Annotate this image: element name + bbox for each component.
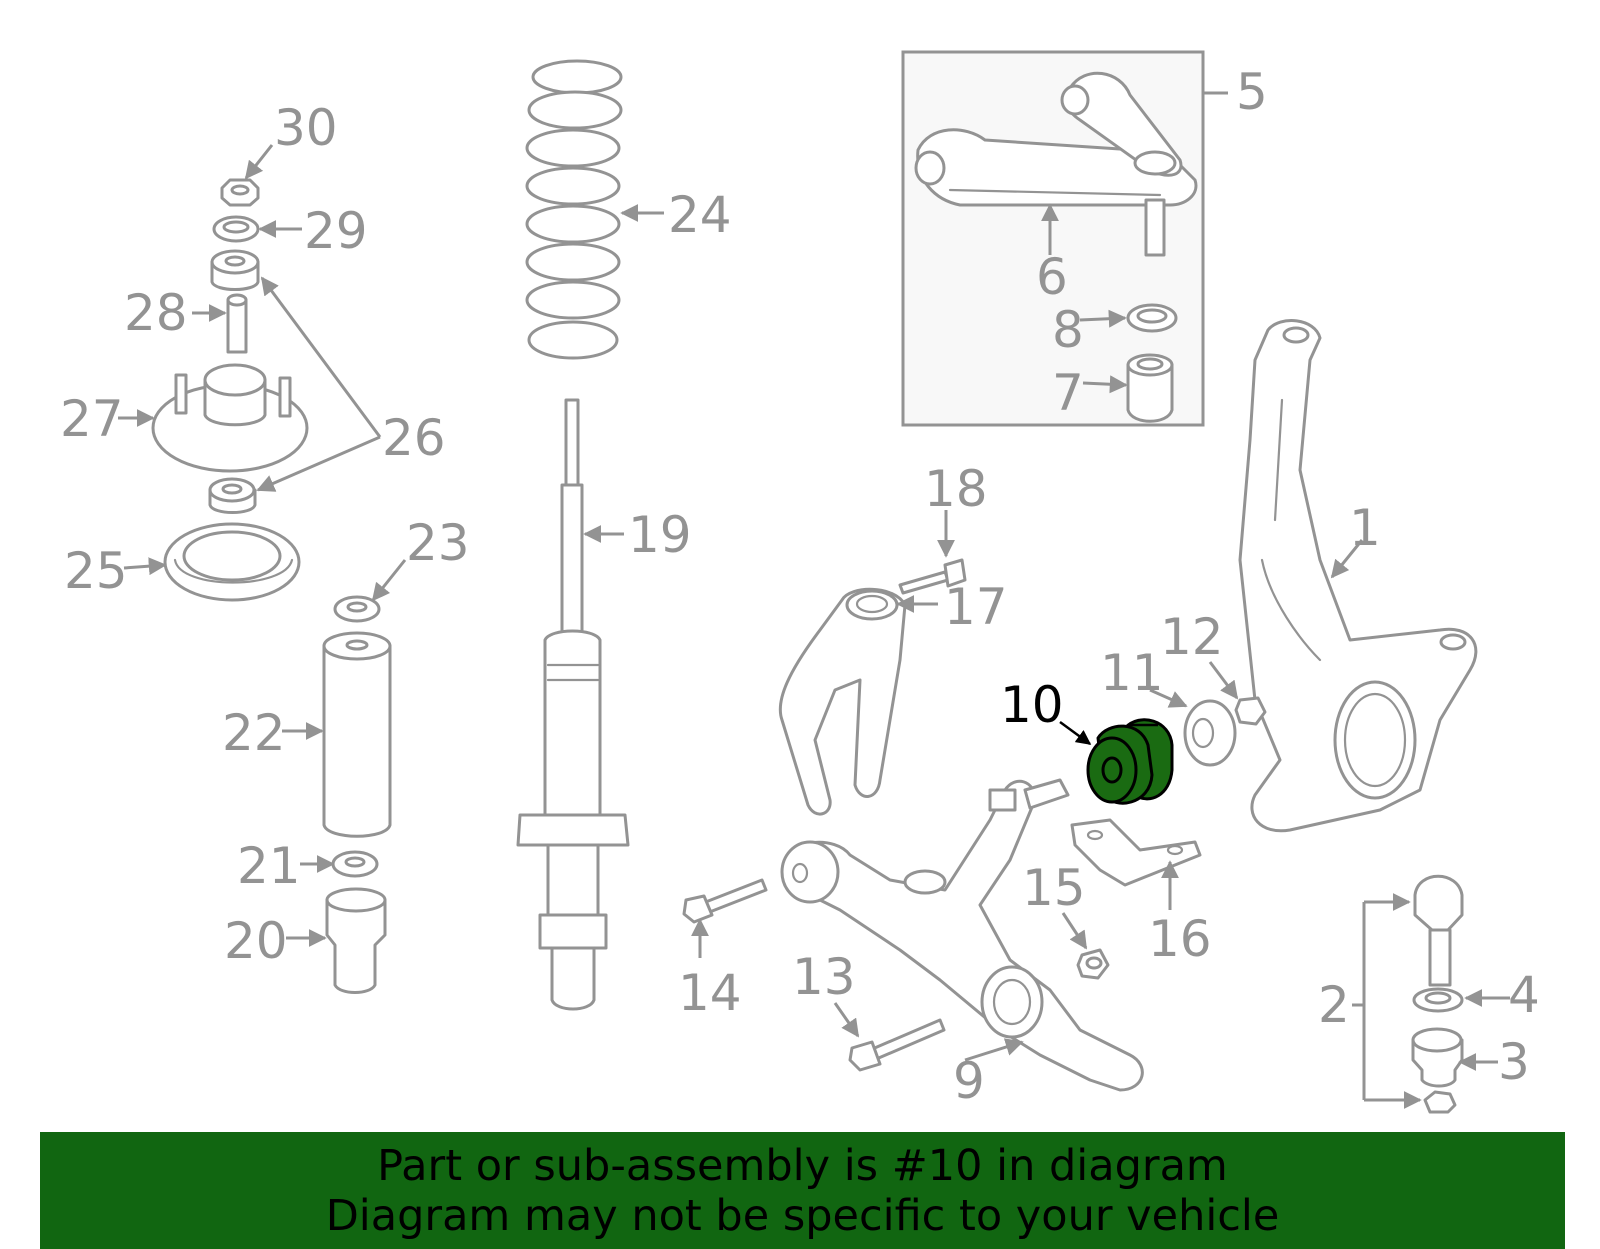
part-18-bolt: [898, 558, 967, 595]
callout-15: 15: [1022, 859, 1086, 917]
callout-23: 23: [406, 514, 470, 572]
part-12-nut: [1234, 696, 1267, 726]
callout-9: 9: [953, 1052, 985, 1110]
callout-13: 13: [792, 948, 856, 1006]
part-13-bolt: [848, 1018, 946, 1072]
part-17-knuckle-arm: [778, 587, 907, 816]
callout-29: 29: [304, 202, 368, 260]
leader-lines: [118, 144, 1510, 1109]
part-30-nut: [220, 178, 260, 207]
callout-16: 16: [1148, 910, 1212, 968]
callout-1: 1: [1349, 499, 1381, 557]
info-banner: Part or sub-assembly is #10 in diagram D…: [40, 1132, 1565, 1249]
part-10-compliance-bushing[interactable]: [1086, 718, 1174, 805]
callout-7: 7: [1052, 364, 1084, 422]
part-8-washer: [1126, 303, 1178, 333]
callout-30: 30: [274, 99, 338, 157]
callout-18: 18: [924, 460, 988, 518]
part-25-spring-seat: [163, 522, 301, 602]
callout-26: 26: [382, 409, 446, 467]
part-9-lower-control-arm: [780, 778, 1144, 1092]
callout-24: 24: [668, 186, 732, 244]
part-15-nut: [1076, 948, 1110, 980]
callout-11: 11: [1100, 644, 1164, 702]
part-22-dust-boot: [322, 631, 392, 838]
part-20-bump-stop: [325, 887, 387, 994]
callout-labels: 1 2 3 4 5 6 7 8 9 10 11 12 13 14 15 16 1…: [60, 63, 1540, 1110]
callout-5: 5: [1236, 63, 1268, 121]
part-21-washer: [331, 850, 379, 878]
callout-21: 21: [237, 837, 301, 895]
part-24-coil-spring: [525, 59, 623, 360]
callout-28: 28: [124, 284, 188, 342]
callout-25: 25: [64, 542, 128, 600]
part-26-upper-bushing: [210, 249, 260, 291]
callout-22: 22: [222, 704, 286, 762]
callout-6: 6: [1036, 248, 1068, 306]
callout-27: 27: [60, 390, 124, 448]
part-7-bushing: [1126, 353, 1174, 423]
part-2-nut: [1423, 1090, 1457, 1114]
callout-8: 8: [1052, 301, 1084, 359]
callout-20: 20: [224, 912, 288, 970]
banner-line-part: Part or sub-assembly is #10 in diagram: [377, 1140, 1228, 1191]
callout-12: 12: [1160, 608, 1224, 666]
part-23-washer: [333, 595, 381, 623]
callout-14: 14: [678, 964, 742, 1022]
part-27-strut-mount: [151, 363, 309, 473]
callout-17: 17: [944, 578, 1008, 636]
part-16-bracket: [1070, 818, 1202, 887]
part-11-bushing: [1183, 699, 1237, 767]
part-3-boot: [1411, 1027, 1464, 1088]
part-29-washer: [212, 215, 260, 243]
banner-line-disclaimer: Diagram may not be specific to your vehi…: [325, 1190, 1280, 1241]
part-19-strut: [516, 398, 630, 1011]
part-26-lower-bushing: [208, 477, 257, 514]
part-1-steering-knuckle: [1238, 319, 1478, 833]
part-6-upper-control-arm: [914, 71, 1198, 257]
callout-4: 4: [1508, 966, 1540, 1024]
callout-2: 2: [1318, 976, 1350, 1034]
part-28-collar: [226, 293, 248, 354]
part-2-ball-joint: [1413, 874, 1464, 987]
callout-10-highlighted: 10: [1000, 676, 1064, 734]
part-4-washer: [1412, 987, 1464, 1013]
callout-19: 19: [628, 506, 692, 564]
callout-3: 3: [1498, 1033, 1530, 1091]
part-14-bolt: [682, 878, 768, 924]
